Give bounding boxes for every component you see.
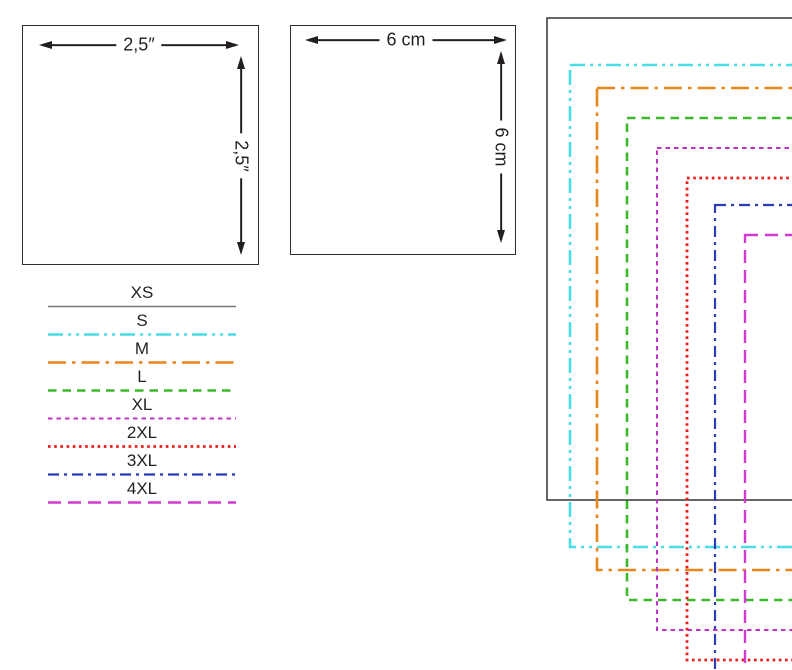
inch-width-label: 2,5″ xyxy=(116,34,162,56)
legend-line-sample xyxy=(48,361,236,364)
size-square-xs xyxy=(546,17,792,501)
arrowhead-down-icon xyxy=(237,242,245,255)
arrowhead-left-icon xyxy=(305,36,318,44)
arrowhead-left-icon xyxy=(39,41,52,49)
legend-line-sample xyxy=(48,389,236,392)
cm-height-dimension-arrow: 6 cm xyxy=(490,51,512,243)
legend-size-label: 4XL xyxy=(126,479,158,498)
legend-size-label: XL xyxy=(131,395,153,414)
legend-line-sample xyxy=(48,445,236,448)
cm-height-label: 6 cm xyxy=(490,120,512,174)
arrowhead-up-icon xyxy=(237,56,245,69)
legend-size-label: L xyxy=(137,367,147,386)
legend-entry-2xl: 2XL xyxy=(48,423,236,451)
legend-size-label: M xyxy=(134,339,150,358)
legend-line-sample xyxy=(48,417,236,420)
size-square-l xyxy=(625,116,792,602)
legend-entry-m: M xyxy=(48,339,236,367)
inch-gauge-square xyxy=(22,25,259,265)
legend-size-label: XS xyxy=(130,283,154,302)
size-square-3xl xyxy=(713,203,792,670)
legend-size-label: S xyxy=(136,311,148,330)
arrowhead-right-icon xyxy=(494,36,507,44)
legend-entry-xs: XS xyxy=(48,283,236,311)
inch-height-dimension-arrow: 2,5″ xyxy=(230,56,252,255)
legend-entry-4xl: 4XL xyxy=(48,479,236,507)
legend-size-label: 2XL xyxy=(126,423,158,442)
legend-line-sample xyxy=(48,333,236,336)
size-square-2xl xyxy=(685,176,792,662)
legend-line-sample xyxy=(48,501,236,504)
legend-entry-3xl: 3XL xyxy=(48,451,236,479)
legend-line-sample xyxy=(48,305,236,308)
arrowhead-up-icon xyxy=(497,51,505,64)
legend-line-sample xyxy=(48,473,236,476)
legend-entry-l: L xyxy=(48,367,236,395)
inch-height-label: 2,5″ xyxy=(230,132,252,179)
cm-width-dimension-arrow: 6 cm xyxy=(305,29,507,51)
size-square-4xl xyxy=(743,233,792,670)
arrowhead-down-icon xyxy=(497,230,505,243)
size-square-xl xyxy=(656,147,792,631)
size-square-m xyxy=(595,86,792,572)
legend-size-label: 3XL xyxy=(126,451,158,470)
arrowhead-right-icon xyxy=(226,41,239,49)
size-square-s xyxy=(568,63,792,549)
size-legend: XS S M L XL 2XL 3XL xyxy=(48,283,236,507)
legend-entry-s: S xyxy=(48,311,236,339)
inch-width-dimension-arrow: 2,5″ xyxy=(39,34,239,56)
cm-gauge-square xyxy=(290,25,516,255)
legend-entry-xl: XL xyxy=(48,395,236,423)
cm-width-label: 6 cm xyxy=(379,29,433,51)
